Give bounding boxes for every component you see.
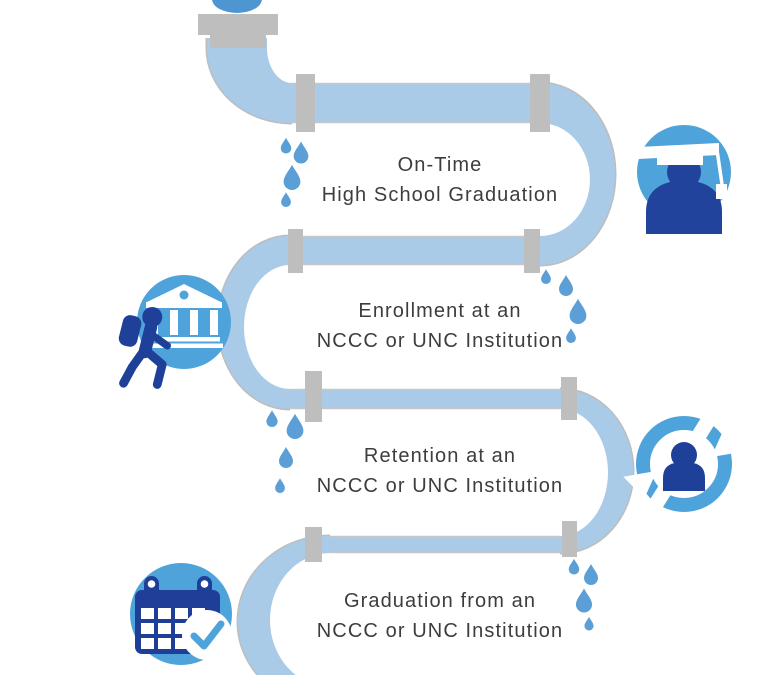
institution-building-walker-icon [118, 275, 231, 389]
pipe-exit-curve [238, 536, 330, 675]
pipe-run-1 [290, 83, 542, 123]
stage-3-line-1: Retention at an [363, 445, 517, 467]
coupling-run3-left [305, 371, 322, 422]
leak-cluster-1 [280, 137, 309, 207]
stage-2-line-2: NCCC or UNC Institution [316, 330, 564, 352]
cycle-person-body [663, 463, 705, 491]
cycle-person-head [671, 442, 697, 468]
person-retention-cycle-icon [623, 414, 745, 512]
building-base-2 [145, 343, 223, 348]
coupling-run1-left [296, 74, 315, 132]
stage-label-college-graduation: Graduation from an NCCC or UNC Instituti… [317, 586, 563, 646]
leak-cluster-4 [568, 558, 598, 631]
calendar-rings [144, 576, 212, 598]
pipe-couplings [198, 14, 577, 562]
top-flange-wide [198, 14, 278, 35]
pipe-edge-lines [290, 82, 560, 554]
student-body [646, 182, 722, 234]
coupling-run2-left [288, 229, 303, 273]
stage-3-line-2: NCCC or UNC Institution [316, 475, 564, 497]
building-entablature [146, 302, 222, 308]
pediment-window [179, 290, 189, 300]
pipe-run-3 [288, 389, 560, 409]
building-column [210, 310, 218, 335]
coupling-run4-left [305, 527, 322, 562]
cap-tassel-end [716, 184, 727, 199]
coupling-run3-right [561, 377, 577, 420]
coupling-run2-right [524, 229, 540, 273]
pipe-elbow-top [207, 38, 292, 123]
pipe-u-turn-right-1 [540, 83, 615, 265]
calendar-check-icon [130, 563, 232, 665]
arrowhead-right-up [711, 429, 745, 458]
checkmark [190, 620, 225, 650]
top-flange-narrow [210, 34, 266, 48]
coupling-run4-right [562, 521, 577, 557]
cap-tassel-cord [715, 149, 724, 185]
pipe-run-2 [288, 236, 540, 265]
binder-ring-left-hole [147, 580, 156, 588]
cap-board [638, 143, 719, 159]
cap-crown [657, 154, 703, 165]
water-inlet-blob [212, 0, 262, 13]
ring-gap-upper [691, 414, 716, 442]
coupling-run1-right [530, 74, 550, 132]
stage-1-line-1: On-Time [397, 154, 483, 176]
walker-arm [146, 329, 171, 350]
stage-4-line-2: NCCC or UNC Institution [316, 620, 564, 642]
arrowhead-left-down [623, 470, 657, 499]
walker-front-leg [140, 345, 167, 389]
stage-label-enrollment: Enrollment at an NCCC or UNC Institution [317, 296, 563, 356]
binder-ring-right-hole [200, 580, 209, 588]
building-base-1 [148, 337, 220, 342]
pipe-body [207, 0, 633, 675]
check-circle [182, 610, 232, 660]
stage-1-line-2: High School Graduation [321, 184, 559, 206]
cycle-ring [636, 416, 732, 512]
stage-2-line-1: Enrollment at an [358, 300, 522, 322]
stage-4-line-1: Graduation from an [343, 590, 537, 612]
pipe-u-turn-left [218, 236, 290, 409]
graduation-cap-student-icon [637, 125, 731, 234]
walking-student [118, 307, 171, 389]
stage-label-retention: Retention at an NCCC or UNC Institution [317, 441, 563, 501]
leak-cluster-3 [266, 410, 304, 493]
backpack [118, 315, 142, 347]
stage-label-hs-graduation: On-Time High School Graduation [322, 150, 559, 210]
pipe-run-4 [312, 536, 560, 553]
building-column [190, 310, 198, 335]
pipe-u-turn-right-2 [560, 389, 633, 553]
building-column [170, 310, 178, 335]
walker-back-leg [119, 345, 150, 388]
